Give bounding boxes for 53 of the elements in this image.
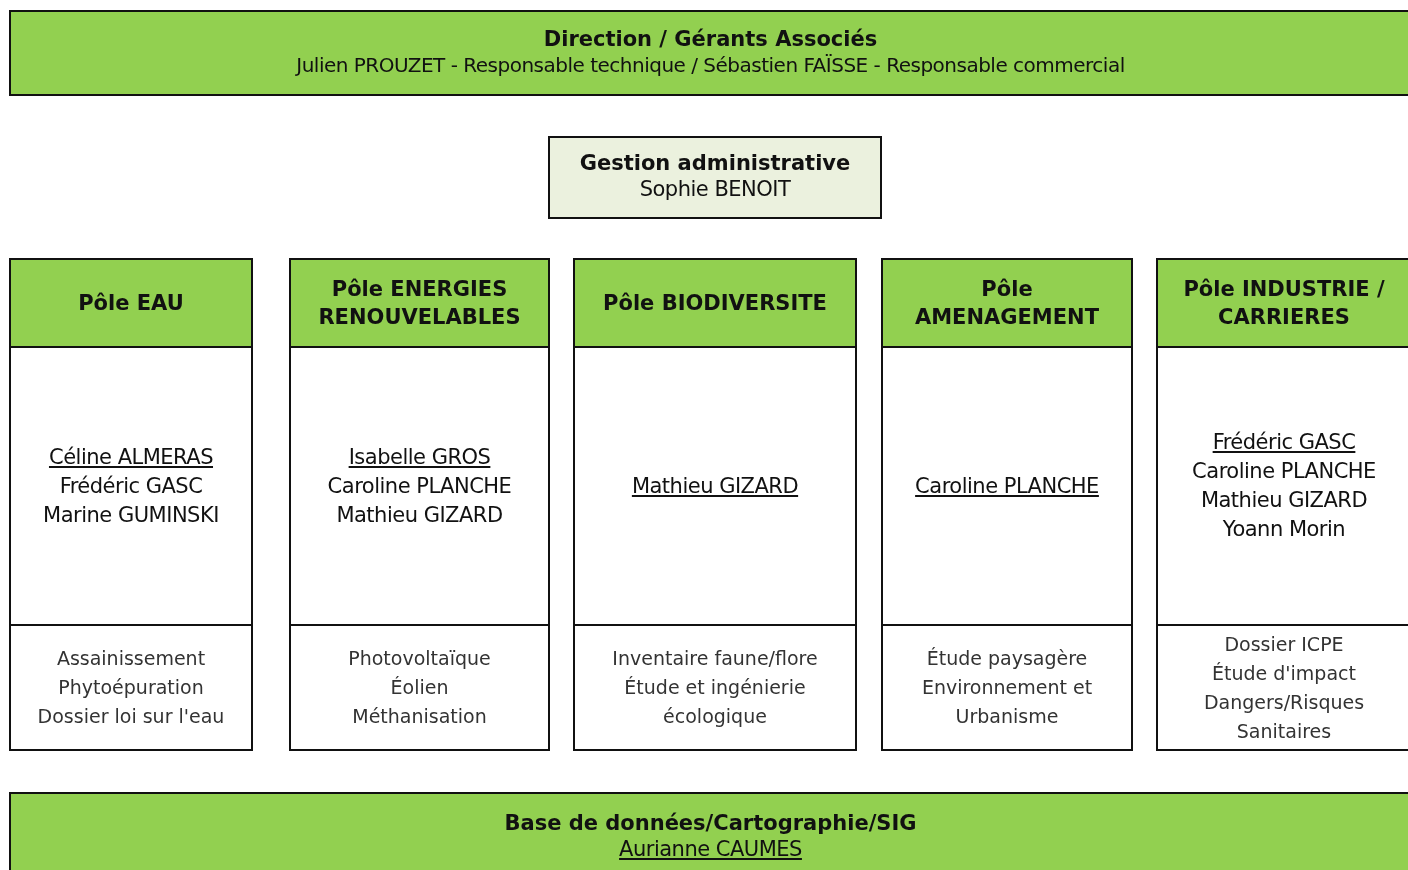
staff-panel — [289, 346, 550, 626]
lead-name: Frédéric GASC — [1212, 429, 1356, 456]
pole-header — [881, 258, 1133, 348]
pole-title: Pôle AMENAGEMENT — [913, 276, 1101, 331]
domain-text: Environnement et Urbanisme — [920, 675, 1094, 729]
staff-panel — [573, 346, 857, 626]
domain-text: Étude d'impact — [1212, 660, 1356, 686]
domain-text: Phytoépuration — [58, 675, 204, 700]
domain-text: Assainissement — [56, 646, 206, 671]
domain-text: Éolien — [390, 675, 449, 700]
direction-banner — [9, 10, 1408, 96]
staff-name: Frédéric GASC — [59, 472, 203, 500]
domain-text: Dossier loi sur l'eau — [37, 704, 225, 729]
managers-text: Julien PROUZET - Responsable technique / Sébastien FAÏSSE - Responsable commercial — [296, 51, 1125, 79]
lead-name: Céline ALMERAS — [48, 443, 213, 471]
domain-panel — [1156, 624, 1408, 751]
staff-name: Sophie BENOIT — [639, 176, 791, 203]
domain-text: Inventaire faune/flore — [612, 646, 818, 671]
staff-name: Caroline PLANCHE — [327, 472, 512, 500]
pole-header — [9, 258, 253, 348]
admin-box — [548, 136, 882, 219]
heading-text: Direction / Gérants Associés — [543, 26, 878, 51]
domain-text: Dossier ICPE — [1224, 631, 1344, 657]
pole-title: Pôle ENERGIES RENOUVELABLES — [317, 276, 522, 331]
heading-text: Gestion administrative — [579, 151, 851, 175]
database-banner — [9, 792, 1408, 870]
lead-name: Mathieu GIZARD — [631, 472, 799, 500]
domain-text: Étude et ingénierie écologique — [623, 675, 807, 729]
domain-text: Dangers/Risques Sanitaires — [1202, 689, 1366, 744]
domain-text: Photovoltaïque — [348, 646, 491, 671]
domain-panel — [289, 624, 550, 751]
pole-header — [289, 258, 550, 348]
staff-name: Aurianne CAUMES — [619, 835, 802, 863]
staff-name: Mathieu GIZARD — [1200, 487, 1368, 514]
staff-name: Mathieu GIZARD — [336, 501, 503, 529]
domain-panel — [573, 624, 857, 751]
pole-header — [573, 258, 857, 348]
pole-title: Pôle EAU — [78, 290, 184, 317]
staff-panel — [881, 346, 1133, 626]
domain-text: Étude paysagère — [926, 646, 1088, 671]
domain-text: Méthanisation — [352, 704, 487, 729]
lead-name: Isabelle GROS — [348, 443, 491, 471]
lead-name: Caroline PLANCHE — [915, 472, 1099, 500]
pole-title: Pôle BIODIVERSITE — [603, 290, 827, 317]
staff-name: Marine GUMINSKI — [43, 501, 219, 529]
domain-panel — [9, 624, 253, 751]
pole-header — [1156, 258, 1408, 348]
heading-text: Base de données/Cartographie/SIG — [504, 810, 917, 835]
pole-title: Pôle INDUSTRIE / CARRIERES — [1182, 276, 1386, 331]
domain-panel — [881, 624, 1133, 751]
staff-name: Yoann Morin — [1222, 516, 1346, 543]
staff-panel — [9, 346, 253, 626]
staff-name: Caroline PLANCHE — [1192, 458, 1376, 485]
